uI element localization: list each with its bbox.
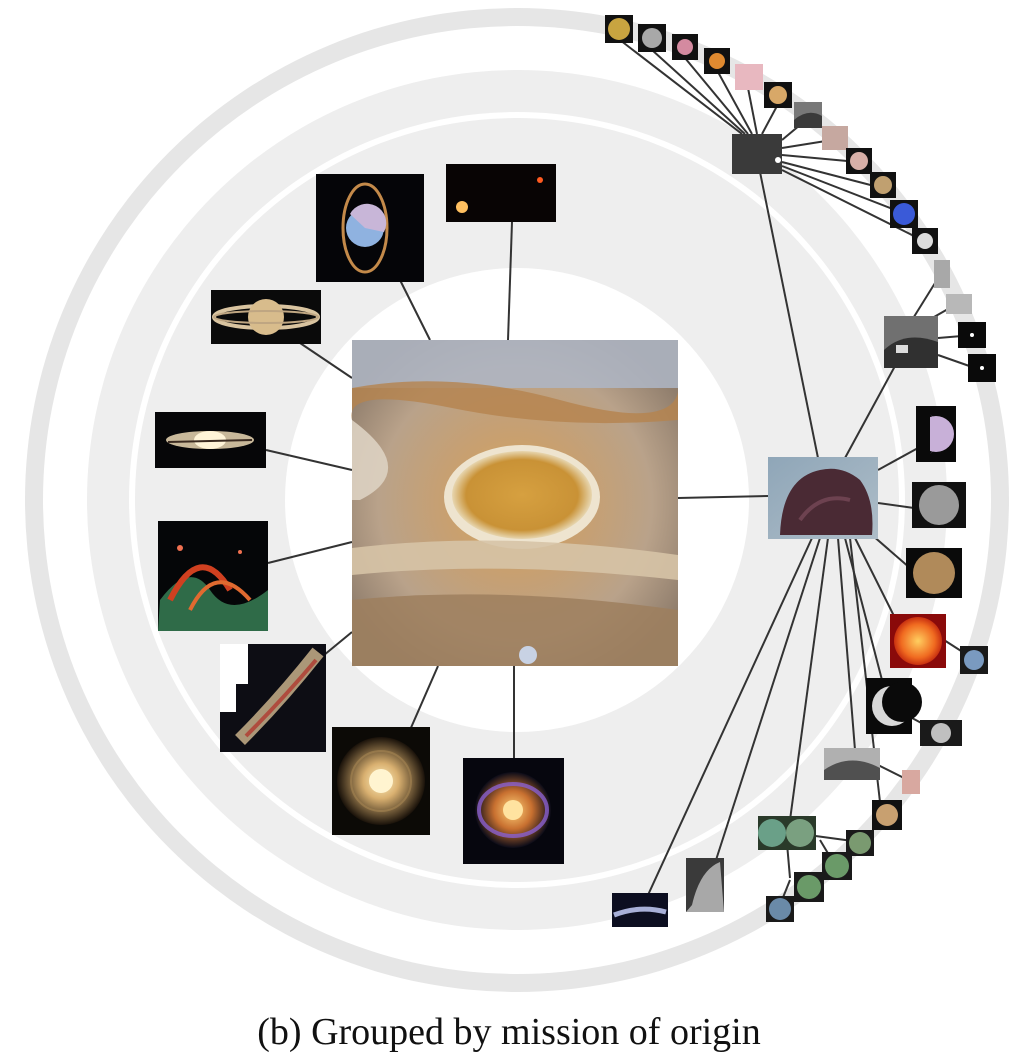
saturn-thumbnail[interactable] <box>211 290 321 344</box>
moon-gray-thumb[interactable] <box>638 24 666 52</box>
galaxy-mosaic-thumbnail[interactable] <box>220 644 326 752</box>
neptune-thumb[interactable] <box>890 200 918 228</box>
green-globe-thumb-4[interactable] <box>766 896 794 922</box>
brown-moon-thumb[interactable] <box>906 548 962 598</box>
nebula-red-green-thumbnail[interactable] <box>158 521 268 631</box>
right-outer-cluster <box>612 406 988 927</box>
small-earth-thumb[interactable] <box>960 646 988 674</box>
gray-moon-small-thumb[interactable] <box>920 720 962 746</box>
pink-planet-thumb[interactable] <box>672 34 698 60</box>
rocky-surface-thumb[interactable] <box>686 858 724 912</box>
dark-moon-thumb[interactable] <box>912 228 938 254</box>
green-globe-thumb-3[interactable] <box>794 872 824 902</box>
gray-ridge-thumb[interactable] <box>824 748 880 780</box>
image-graph-visualization <box>25 8 1009 992</box>
spiral-galaxy-thumbnail[interactable] <box>332 727 430 835</box>
ring-galaxy-thumbnail[interactable] <box>463 758 564 864</box>
green-globe-thumb-1[interactable] <box>846 830 874 856</box>
black-star-thumb-2[interactable] <box>968 354 996 382</box>
gray-block-thumb[interactable] <box>946 294 972 314</box>
brown-planet-thumb[interactable] <box>870 172 896 198</box>
mars-thumb[interactable] <box>846 148 872 174</box>
two-stars-thumbnail[interactable] <box>446 164 556 222</box>
crescent-moon-thumb[interactable] <box>866 678 922 734</box>
figure-caption: (b) Grouped by mission of origin <box>257 1011 761 1053</box>
pink-surface-thumb[interactable] <box>735 64 763 90</box>
gray-moon-thumb[interactable] <box>912 482 966 528</box>
tertiary-cluster <box>934 260 996 382</box>
top-outer-cluster <box>605 15 938 254</box>
gray-crater-thumb[interactable] <box>794 102 822 128</box>
venus-thumb[interactable] <box>764 82 792 108</box>
crescent-purple-thumb[interactable] <box>916 406 956 462</box>
brown-small-thumb[interactable] <box>872 800 902 830</box>
gray-terrain-hub-thumbnail[interactable] <box>884 316 938 368</box>
orange-planet-thumb[interactable] <box>704 48 730 74</box>
jupiter-great-red-spot-thumbnail[interactable] <box>351 340 678 666</box>
pink-tiny-thumb[interactable] <box>902 770 920 794</box>
dark-starfield-hub-thumbnail[interactable] <box>732 134 782 174</box>
sun-thumb[interactable] <box>890 614 946 668</box>
mars-surface-thumb[interactable] <box>758 816 816 850</box>
mercury-thumb[interactable] <box>605 15 633 43</box>
milky-way-thumb[interactable] <box>612 893 668 927</box>
black-star-thumb[interactable] <box>958 322 986 348</box>
pinkish-planet-thumb[interactable] <box>822 126 848 150</box>
sombrero-galaxy-thumbnail[interactable] <box>155 412 266 468</box>
green-globe-thumb-2[interactable] <box>822 852 852 880</box>
uranus-with-rings-thumbnail[interactable] <box>316 174 424 282</box>
dark-nebula-hub-thumbnail[interactable] <box>768 457 878 539</box>
gray-tower-thumb[interactable] <box>934 260 950 288</box>
